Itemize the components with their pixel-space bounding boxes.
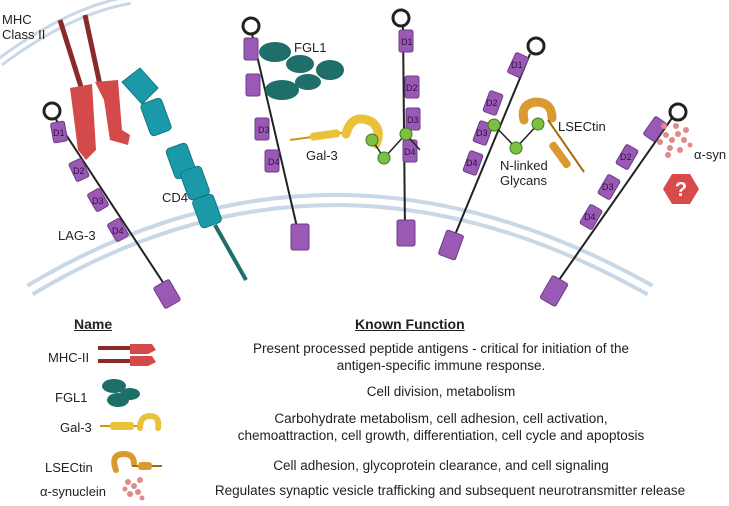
mhc-class-ii-molecule [57, 14, 130, 160]
lag3-interaction-diagram: MHC Class II D1 D2 D3 D4 LAG-3 CD4 D3 D4 [0, 0, 726, 309]
legend-row-gal3-name: Gal-3 [60, 420, 92, 435]
lag3-protein-1: D1 D2 D3 D4 [42, 101, 181, 309]
svg-text:D1: D1 [511, 60, 523, 70]
fgl1-label: FGL1 [294, 40, 327, 55]
lsectin-label: LSECtin [558, 119, 606, 134]
lag3-protein-2: D3 D4 [241, 16, 310, 251]
n-linked-glycans-label: N-linked Glycans [500, 158, 551, 188]
alpha-syn-label: α-syn [694, 147, 726, 162]
glycan-chain-1 [365, 127, 421, 165]
legend-function-header: Known Function [355, 316, 465, 332]
lsectin-legend-icon [111, 450, 162, 473]
legend-row-alpha-syn-function: Regulates synaptic vesicle trafficking a… [214, 483, 686, 498]
apc-membrane [0, 0, 131, 67]
fgl1-molecule [259, 42, 344, 100]
svg-text:D3: D3 [258, 125, 270, 135]
legend-row-fgl1-function: Cell division, metabolism [366, 384, 516, 399]
lag3-label: LAG-3 [58, 228, 96, 243]
svg-text:D3: D3 [602, 182, 614, 192]
cd4-label: CD4 [162, 190, 188, 205]
svg-text:?: ? [675, 179, 687, 201]
legend-row-mhc-function: Present processed peptide antigens - cri… [253, 341, 629, 373]
svg-text:D4: D4 [584, 212, 596, 222]
svg-text:D4: D4 [404, 147, 416, 157]
lag3-protein-4: D1 D2 D3 D4 [438, 36, 546, 261]
gal3-legend-icon [100, 412, 162, 431]
question-hexagon-icon: ? [663, 174, 699, 204]
alpha-syn-legend-icon [122, 477, 145, 501]
legend-row-lsectin-function: Cell adhesion, glycoprotein clearance, a… [273, 458, 609, 473]
gal3-molecule [289, 114, 383, 149]
gal3-label: Gal-3 [306, 148, 338, 163]
svg-text:D4: D4 [466, 158, 478, 168]
legend-name-header: Name [74, 316, 113, 332]
legend-row-fgl1-name: FGL1 [55, 390, 88, 405]
lag3-protein-5: D2 D3 D4 [539, 102, 688, 307]
svg-text:D1: D1 [401, 37, 413, 47]
svg-text:D2: D2 [486, 98, 498, 108]
svg-text:D1: D1 [53, 128, 65, 138]
cd4-molecule [121, 67, 248, 281]
svg-text:D3: D3 [92, 196, 104, 206]
svg-text:D3: D3 [407, 115, 419, 125]
lsectin-molecule [518, 97, 585, 173]
alpha-syn-molecule [657, 123, 693, 158]
glycan-chain-2 [487, 117, 545, 155]
legend-row-mhc-name: MHC-II [48, 350, 90, 365]
svg-text:D4: D4 [268, 157, 280, 167]
svg-text:D3: D3 [476, 128, 488, 138]
mhc-class-ii-label: MHC Class II [2, 12, 45, 42]
svg-text:D2: D2 [406, 83, 418, 93]
svg-text:D2: D2 [620, 152, 632, 162]
lag3-protein-3: D1 D2 D3 D4 [391, 8, 421, 247]
mhc-legend-icon [98, 344, 156, 366]
fgl1-legend-icon [102, 379, 140, 407]
t-cell-membrane [26, 193, 654, 297]
legend-row-alpha-syn-name: α-synuclein [40, 484, 107, 499]
svg-text:D2: D2 [73, 166, 85, 176]
svg-text:D4: D4 [112, 226, 124, 236]
legend-row-lsectin-name: LSECtin [45, 460, 93, 475]
legend-row-gal3-function: Carbohydrate metabolism, cell adhesion, … [237, 411, 645, 443]
